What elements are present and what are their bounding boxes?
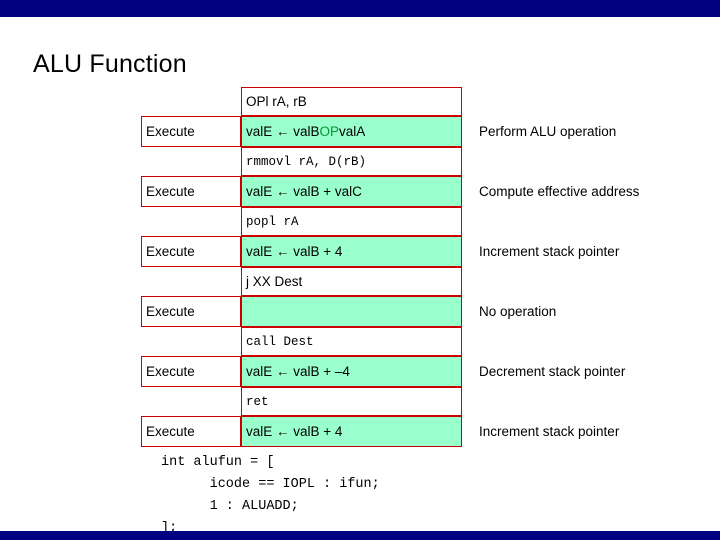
stage-label: Execute [146,124,195,139]
expression-cell [241,296,462,327]
instruction-text: call Dest [246,334,314,349]
table-row: ret Execute valE ← valB + 4 Increment st… [141,387,701,447]
table-row: popl rA Execute valE ← valB + 4 Incremen… [141,207,701,267]
row-cells: j XX Dest Execute [141,267,462,327]
row-cells: rmmovl rA, D(rB) Execute valE ← valB + v… [141,147,462,207]
expression-cell: valE ← valB + 4 [241,236,462,267]
description-text: Compute effective address [479,184,640,199]
table-row: call Dest Execute valE ← valB + –4 Decre… [141,327,701,387]
table-row: j XX Dest Execute No operation [141,267,701,327]
instruction-text: rmmovl rA, D(rB) [246,154,367,169]
expression-pre: valE ← valB + 4 [246,244,343,259]
stage-label: Execute [146,244,195,259]
table-row: rmmovl rA, D(rB) Execute valE ← valB + v… [141,147,701,207]
description-text: Decrement stack pointer [479,364,626,379]
expression-post: valA [339,124,366,139]
stage-cell: Execute [141,416,241,447]
expression-pre: valE ← valB + 4 [246,424,343,439]
row-cells: call Dest Execute valE ← valB + –4 [141,327,462,387]
instruction-cell: OPl rA, rB [241,87,462,116]
stage-cell: Execute [141,176,241,207]
row-cells: ret Execute valE ← valB + 4 [141,387,462,447]
description-text: Increment stack pointer [479,244,620,259]
instruction-table: OPl rA, rB Execute valE ← valB OP valA P… [141,87,701,447]
expression-pre: valE ← valB + valC [246,184,362,199]
instruction-cell: popl rA [241,207,462,236]
bottom-decoration-bar [0,531,720,540]
instruction-text: OPl rA, rB [246,94,307,109]
stage-cell: Execute [141,296,241,327]
page-title: ALU Function [33,50,187,78]
instruction-cell: call Dest [241,327,462,356]
stage-label: Execute [146,424,195,439]
stage-cell: Execute [141,116,241,147]
instruction-text: popl rA [246,214,299,229]
row-cells: popl rA Execute valE ← valB + 4 [141,207,462,267]
stage-label: Execute [146,304,195,319]
expression-pre: valE ← valB [246,124,320,139]
instruction-cell: rmmovl rA, D(rB) [241,147,462,176]
instruction-text: ret [246,394,269,409]
hcl-code-block: int alufun = [ icode == IOPL : ifun; 1 :… [161,455,380,536]
expression-cell: valE ← valB + –4 [241,356,462,387]
stage-cell: Execute [141,236,241,267]
instruction-cell: j XX Dest [241,267,462,296]
stage-cell: Execute [141,356,241,387]
expression-cell: valE ← valB OP valA [241,116,462,147]
stage-label: Execute [146,184,195,199]
top-decoration-bar [0,0,720,17]
row-cells: OPl rA, rB Execute valE ← valB OP valA [141,87,462,147]
description-text: Increment stack pointer [479,424,620,439]
expression-pre: valE ← valB + –4 [246,364,350,379]
instruction-text: j XX Dest [246,274,303,289]
expression-cell: valE ← valB + valC [241,176,462,207]
stage-label: Execute [146,364,195,379]
table-row: OPl rA, rB Execute valE ← valB OP valA P… [141,87,701,147]
expression-operator: OP [319,124,340,139]
expression-cell: valE ← valB + 4 [241,416,462,447]
description-text: No operation [479,304,557,319]
description-text: Perform ALU operation [479,124,617,139]
instruction-cell: ret [241,387,462,416]
